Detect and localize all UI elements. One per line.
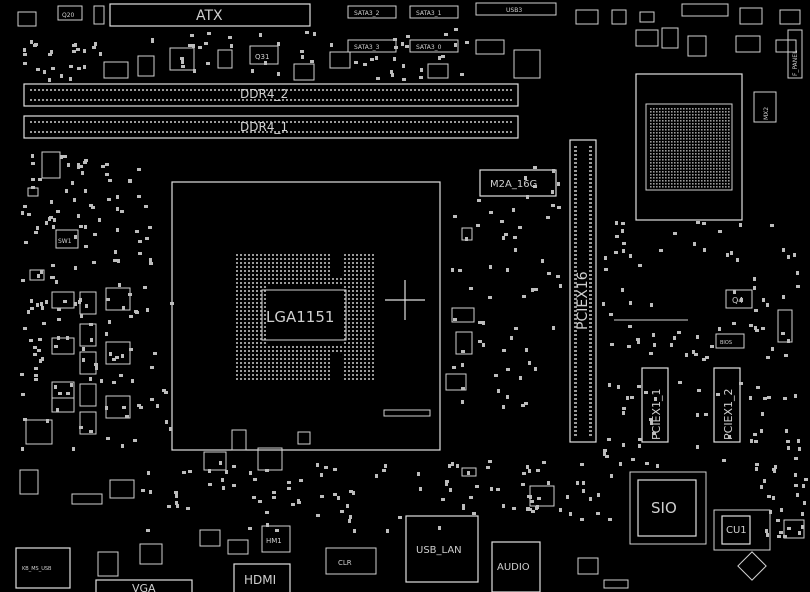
m2-slot[interactable]: M2A_16G xyxy=(479,169,557,197)
cpu-socket[interactable]: LGA1151 xyxy=(171,181,441,451)
q31-label: Q31 xyxy=(255,53,269,61)
usb-lan-connector[interactable]: USB_LAN xyxy=(405,515,479,583)
dimm-slot-2[interactable]: DDR4_2 xyxy=(23,83,519,107)
fpanel-label: F_PANEL xyxy=(792,50,799,76)
bios-label: BIOS xyxy=(720,340,732,346)
sata0-label: SATA3_0 xyxy=(416,44,442,51)
hm1-chip: HM1 xyxy=(261,525,291,553)
sata-connector-1[interactable]: SATA3_1 xyxy=(409,5,459,19)
pciex16-slot[interactable]: PCIEX16 xyxy=(569,139,597,443)
kb-ms-usb-connector[interactable]: KB_MS_USB xyxy=(15,547,71,589)
sata-connector-2[interactable]: SATA3_2 xyxy=(347,5,397,19)
hdmi-label: HDMI xyxy=(244,573,276,587)
usb3-header[interactable]: USB3 xyxy=(475,2,557,16)
top-left-corner: Q20 xyxy=(17,5,105,27)
ddr1-label: DDR4_1 xyxy=(240,120,288,134)
front-panel-header[interactable]: F_PANEL xyxy=(787,29,803,79)
mx2-label: MX2 xyxy=(763,107,770,120)
m2-label: M2A_16G xyxy=(490,179,537,190)
audio-label: AUDIO xyxy=(497,562,530,573)
usb-label: USB3 xyxy=(506,7,522,14)
left-vrm-area: SW1 xyxy=(19,151,135,505)
atx-area-parts: Q31 xyxy=(103,39,541,81)
vga-connector[interactable]: VGA xyxy=(95,579,193,592)
sw1-label: SW1 xyxy=(58,238,72,245)
usb-lan-label: USB_LAN xyxy=(416,545,462,556)
q20-label: Q20 xyxy=(62,12,75,19)
atx-connector[interactable]: ATX xyxy=(109,3,311,27)
sata-connector-0[interactable]: SATA3_0 xyxy=(409,39,459,53)
hdmi-connector[interactable]: HDMI xyxy=(233,563,291,592)
super-io-chip: SIO xyxy=(629,471,707,545)
socket-area-parts xyxy=(203,227,475,471)
top-right-components xyxy=(575,3,801,57)
hm1-label: HM1 xyxy=(266,537,282,545)
sata3-label: SATA3_3 xyxy=(354,44,380,51)
chipset-side-parts: MX2 Q4 BIOS xyxy=(614,91,793,349)
atx-label: ATX xyxy=(196,8,223,24)
pciex16-label: PCIEX16 xyxy=(575,271,591,330)
clr-jumper[interactable]: CLR xyxy=(325,547,377,575)
kbms-label: KB_MS_USB xyxy=(22,566,52,572)
sio-label: SIO xyxy=(651,499,677,517)
pciex1-slot-2[interactable]: PCIEX1_2 xyxy=(713,367,741,443)
sata-connector-3[interactable]: SATA3_3 xyxy=(347,39,397,53)
bottom-left-parts xyxy=(97,529,249,577)
socket-label: LGA1151 xyxy=(266,308,334,326)
pciex1-slot-1[interactable]: PCIEX1_1 xyxy=(641,367,669,443)
cu1-label: CU1 xyxy=(726,525,747,536)
pciex1-2-label: PCIEX1_2 xyxy=(722,388,735,440)
pciex1-1-label: PCIEX1_1 xyxy=(650,388,663,440)
dual-label: CLR xyxy=(338,559,352,567)
ddr2-label: DDR4_2 xyxy=(240,87,288,101)
sata1-label: SATA3_1 xyxy=(416,10,442,17)
cu1-chip: CU1 xyxy=(713,509,771,551)
sata2-label: SATA3_2 xyxy=(354,10,380,17)
vga-label: VGA xyxy=(132,582,156,592)
passive-components xyxy=(20,28,808,538)
audio-connector[interactable]: AUDIO xyxy=(491,541,541,592)
chipset xyxy=(635,73,743,221)
dimm-slot-1[interactable]: DDR4_1 xyxy=(23,115,519,139)
q4-label: Q4 xyxy=(732,296,743,305)
